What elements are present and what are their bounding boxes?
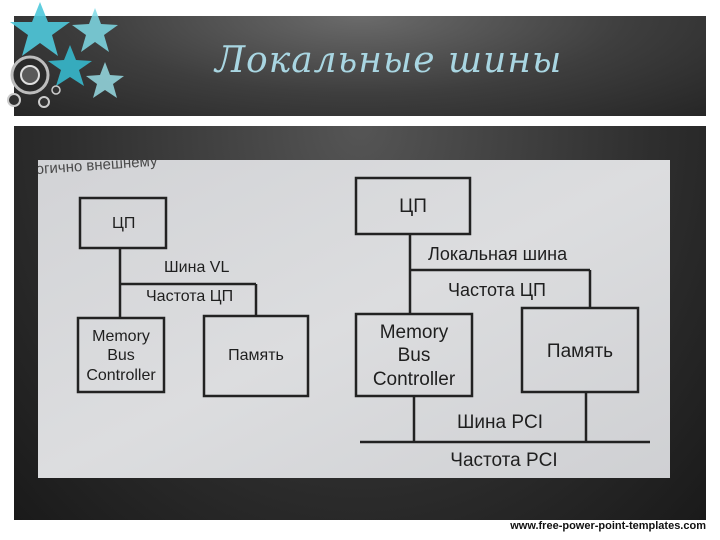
footer-url[interactable]: www.free-power-point-templates.com [510, 520, 706, 532]
right-pci-bus-label: Шина PCI [457, 412, 543, 433]
right-controller-line3: Controller [373, 369, 456, 390]
left-memory-label: Память [228, 347, 284, 364]
header-bar [14, 16, 706, 116]
left-cpu-label: ЦП [112, 215, 135, 232]
left-controller-line1: Memory [92, 328, 150, 345]
left-controller-box [76, 316, 166, 394]
right-cpu-label: ЦП [399, 196, 427, 217]
right-memory-box [520, 306, 640, 394]
right-cpu-box [354, 176, 472, 236]
left-controller-line3: Controller [86, 367, 156, 384]
bus-diagram-photo: огично внешнему ЦП Шина VL Частота ЦП Me… [38, 160, 670, 478]
star-decoration-icon [7, 2, 124, 108]
right-memory-label: Память [547, 341, 613, 362]
left-bus-label: Шина VL [164, 259, 229, 276]
right-controller-line1: Memory [380, 322, 449, 343]
right-controller-line2: Bus [398, 345, 431, 366]
right-local-bus-label: Локальная шина [428, 244, 568, 264]
left-memory-box [202, 314, 310, 398]
right-cpu-freq-label: Частота ЦП [448, 280, 546, 300]
left-controller-line2: Bus [107, 347, 135, 364]
slide-title: Локальные шины [215, 40, 563, 81]
left-freq-label: Частота ЦП [146, 288, 233, 305]
right-pci-freq-label: Частота PCI [450, 450, 557, 471]
left-cpu-box [78, 196, 168, 250]
